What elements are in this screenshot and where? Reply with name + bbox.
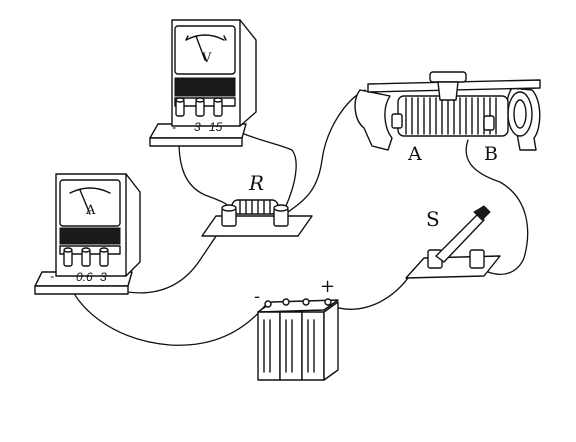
battery-negative-label: - <box>254 286 260 307</box>
rheostat-terminal-a[interactable] <box>391 113 403 129</box>
battery-positive-terminal[interactable] <box>324 298 332 306</box>
switch-right-post[interactable] <box>469 249 485 269</box>
wire-ammeter-neg-to-battery-neg <box>67 279 269 346</box>
voltmeter-terminal-label-neg: - <box>172 120 176 134</box>
resistor-label: R <box>248 171 264 195</box>
battery-negative-terminal[interactable] <box>264 300 272 308</box>
rheostat-label-b: B <box>484 143 498 165</box>
ammeter-terminal-label-neg: - <box>50 269 54 283</box>
ammeter-terminal-0.6[interactable] <box>81 247 91 267</box>
rheostat-terminal-b[interactable] <box>483 115 495 131</box>
rheostat: A B <box>354 71 541 165</box>
voltmeter-terminal-neg[interactable] <box>175 97 185 117</box>
rheostat-label-a: A <box>407 143 422 165</box>
voltmeter-terminal-label-15: 15 <box>209 120 223 134</box>
ammeter-terminal-label-0.6: 0.6 <box>76 270 93 284</box>
ammeter-terminal-3[interactable] <box>99 247 109 267</box>
resistor-right-terminal[interactable] <box>273 204 289 227</box>
battery-positive-label: + <box>320 276 335 297</box>
voltmeter-terminal-3[interactable] <box>195 97 205 117</box>
ammeter-face-label: A <box>85 203 96 218</box>
resistor: R <box>201 171 313 237</box>
voltmeter-terminal-15[interactable] <box>213 97 223 117</box>
ammeter: A - 0.6 3 <box>34 173 141 295</box>
rheostat-slider[interactable] <box>429 71 467 101</box>
wire-voltmeter-neg-to-resistor-left <box>178 117 233 211</box>
ammeter-panel <box>59 227 121 245</box>
wire-resistor-right-to-rheostat-a <box>287 89 366 213</box>
ammeter-terminal-neg[interactable] <box>63 247 73 267</box>
voltmeter: V - 3 15 <box>149 19 257 147</box>
switch-label: S <box>426 207 440 231</box>
resistor-left-terminal[interactable] <box>221 204 237 227</box>
battery: - + <box>254 276 339 381</box>
switch-lever[interactable] <box>435 205 491 263</box>
switch: S <box>405 205 501 279</box>
voltmeter-panel <box>174 77 236 97</box>
wire-battery-pos-to-switch <box>329 271 413 310</box>
ammeter-terminal-label-3: 3 <box>100 270 107 284</box>
wire-rheostat-b-to-switch <box>465 139 529 275</box>
voltmeter-terminal-label-3: 3 <box>194 120 201 134</box>
voltmeter-face-label: V <box>201 51 212 66</box>
